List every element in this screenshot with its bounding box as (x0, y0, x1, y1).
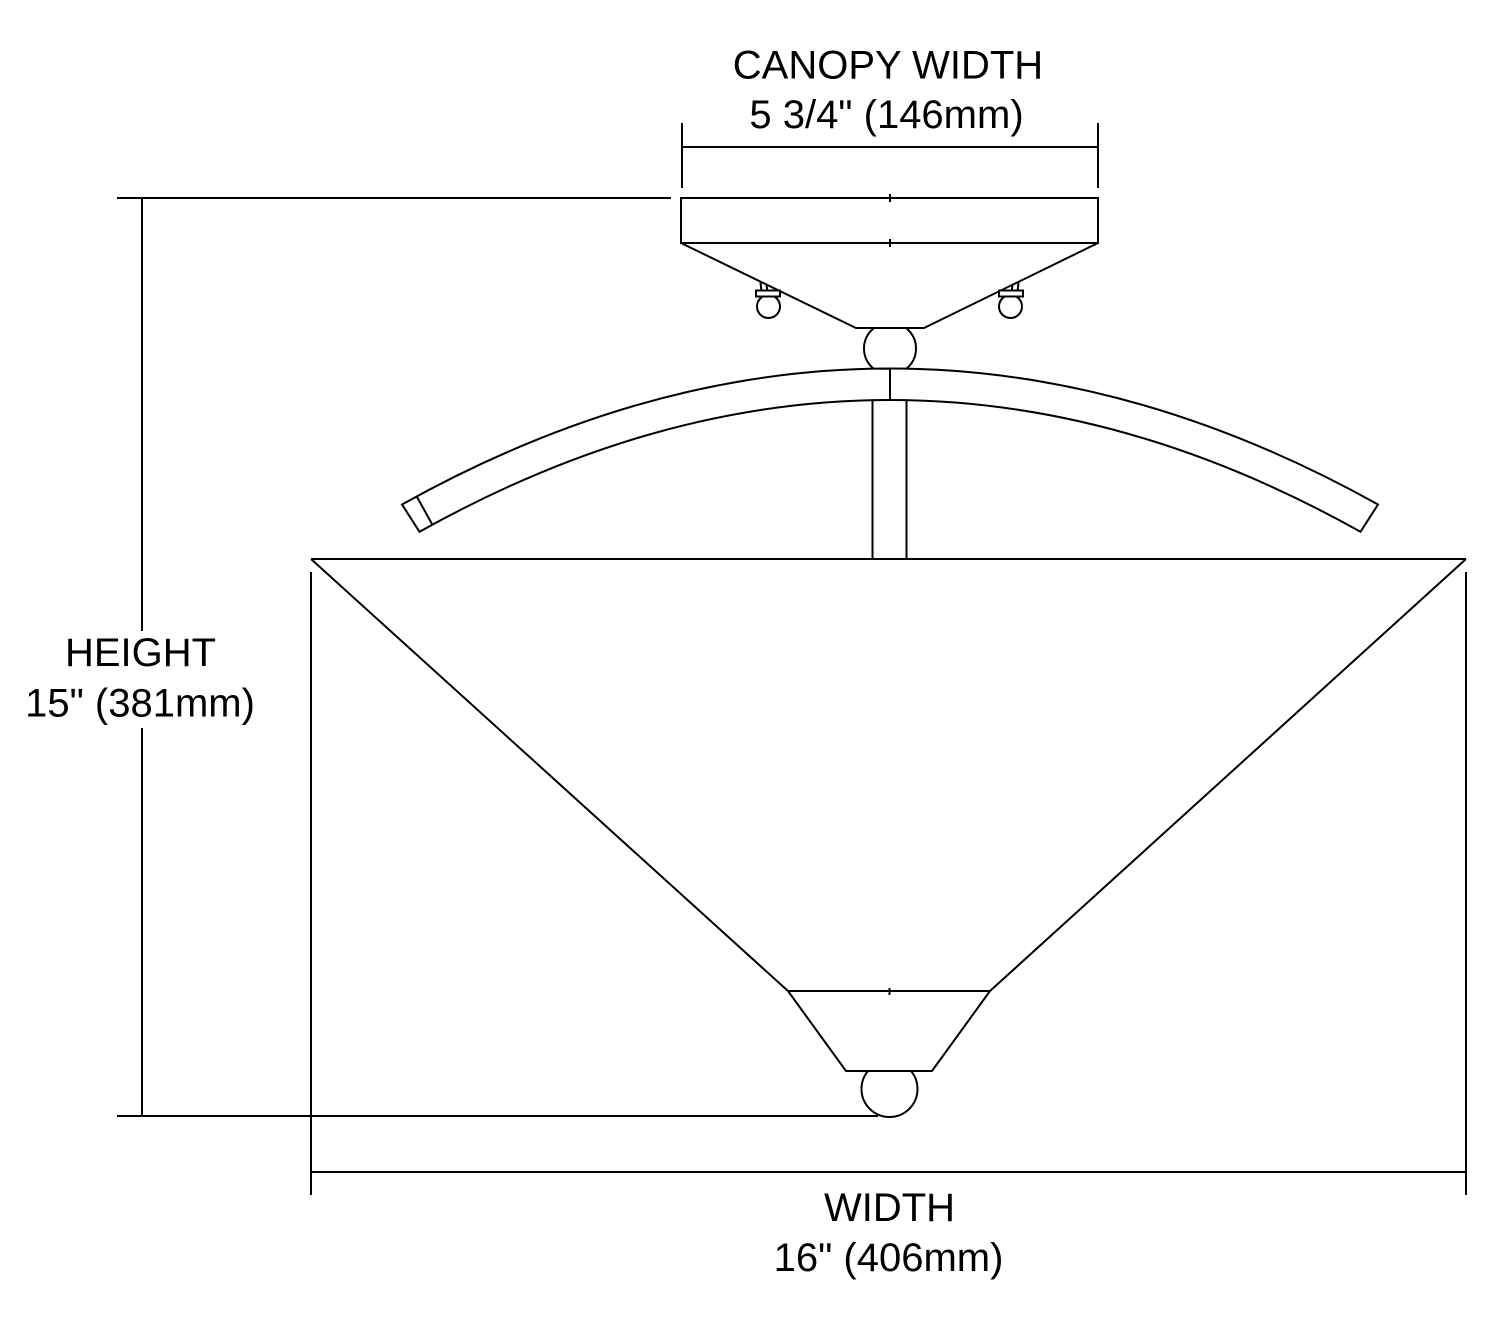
width-value: 16" (406mm) (774, 1236, 1004, 1280)
canopy-width-label: CANOPY WIDTH (733, 44, 1043, 88)
upper-ball-joint (863, 321, 917, 376)
socket-cup-body (786, 990, 992, 1072)
canopy-width-value: 5 3/4" (146mm) (749, 93, 1023, 137)
height-value: 15" (381mm) (25, 682, 255, 726)
socket-cup (786, 988, 992, 1072)
dimension-height (117, 197, 878, 1117)
dimension-width (310, 572, 1467, 1195)
arm-band (400, 367, 1380, 534)
shade-cone (310, 558, 1467, 992)
screw-flange-left (755, 289, 781, 298)
canopy-screw-right (998, 282, 1024, 319)
arm-end-cap-divider (415, 495, 433, 525)
shade-right-slope (989, 558, 1467, 992)
width-label: WIDTH (824, 1186, 955, 1230)
canopy-body (680, 242, 1099, 329)
stem (871, 400, 908, 559)
screw-ball-right (998, 294, 1023, 319)
canopy-plate (680, 197, 1099, 244)
dimension-canopy-width (681, 123, 1099, 188)
height-label: HEIGHT (65, 631, 216, 675)
screw-flange-right (998, 289, 1024, 298)
canopy (680, 194, 1099, 329)
shade-left-slope (310, 558, 789, 992)
fixture (310, 194, 1467, 1118)
curved-arm (400, 367, 1380, 534)
dimension-labels: CANOPY WIDTH 5 3/4" (146mm) HEIGHT 15" (… (25, 44, 1043, 1281)
canopy-screw-left (755, 282, 781, 319)
screw-ball-left (756, 294, 781, 319)
